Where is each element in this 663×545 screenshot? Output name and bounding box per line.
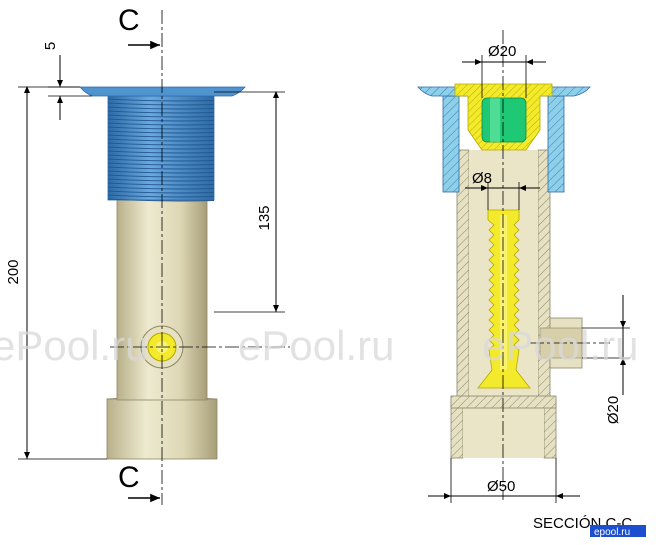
external-view: [79, 86, 246, 460]
dim-thread-length: 135: [256, 205, 273, 230]
watermark-right: ePool.ru: [482, 322, 638, 369]
thread-ridge: [107, 130, 215, 134]
thread-ridge: [107, 110, 215, 114]
thread-ridge: [107, 102, 215, 106]
thread-ridge: [107, 126, 215, 130]
watermark-center: ePool.ru: [238, 322, 394, 369]
thread-ridge: [107, 170, 215, 174]
thread-ridge: [107, 178, 215, 182]
thread-ridge: [107, 134, 215, 138]
dim-top-diameter: Ø20: [488, 43, 516, 60]
thread-lines: [107, 98, 215, 202]
thread-ridge: [107, 162, 215, 166]
thread-ridge: [107, 182, 215, 186]
thread-ridge: [107, 190, 215, 194]
thread-ridge: [107, 154, 215, 158]
thread-ridge: [107, 114, 215, 118]
section-letter-bottom: C: [118, 461, 140, 494]
thread-ridge: [107, 106, 215, 110]
dim-flange-thickness: 5: [42, 42, 59, 50]
thread-ridge: [107, 150, 215, 154]
dim-overall-height: 200: [5, 259, 22, 284]
thread-ridge: [107, 174, 215, 178]
thread-ridge: [107, 198, 215, 202]
section-view: [417, 83, 591, 459]
brand-corner-badge: [590, 525, 646, 537]
section-letter-top: C: [118, 4, 140, 37]
thread-ridge: [107, 98, 215, 102]
thread-ridge: [107, 142, 215, 146]
thread-ridge: [107, 186, 215, 190]
thread-ridge: [107, 166, 215, 170]
thread-ridge: [107, 122, 215, 126]
dim-inner-diameter: Ø8: [472, 170, 492, 187]
watermark-left: ePool.ru: [0, 322, 148, 369]
thread-ridge: [107, 138, 215, 142]
green-plug: [481, 97, 527, 143]
brand-corner-text: epool.ru: [594, 527, 630, 538]
flange: [79, 86, 246, 97]
thread-ridge: [107, 158, 215, 162]
thread-ridge: [107, 146, 215, 150]
dim-side-port-diameter: Ø20: [605, 396, 622, 424]
thread-ridge: [107, 118, 215, 122]
dim-base-diameter: Ø50: [487, 478, 515, 495]
thread-ridge: [107, 194, 215, 198]
